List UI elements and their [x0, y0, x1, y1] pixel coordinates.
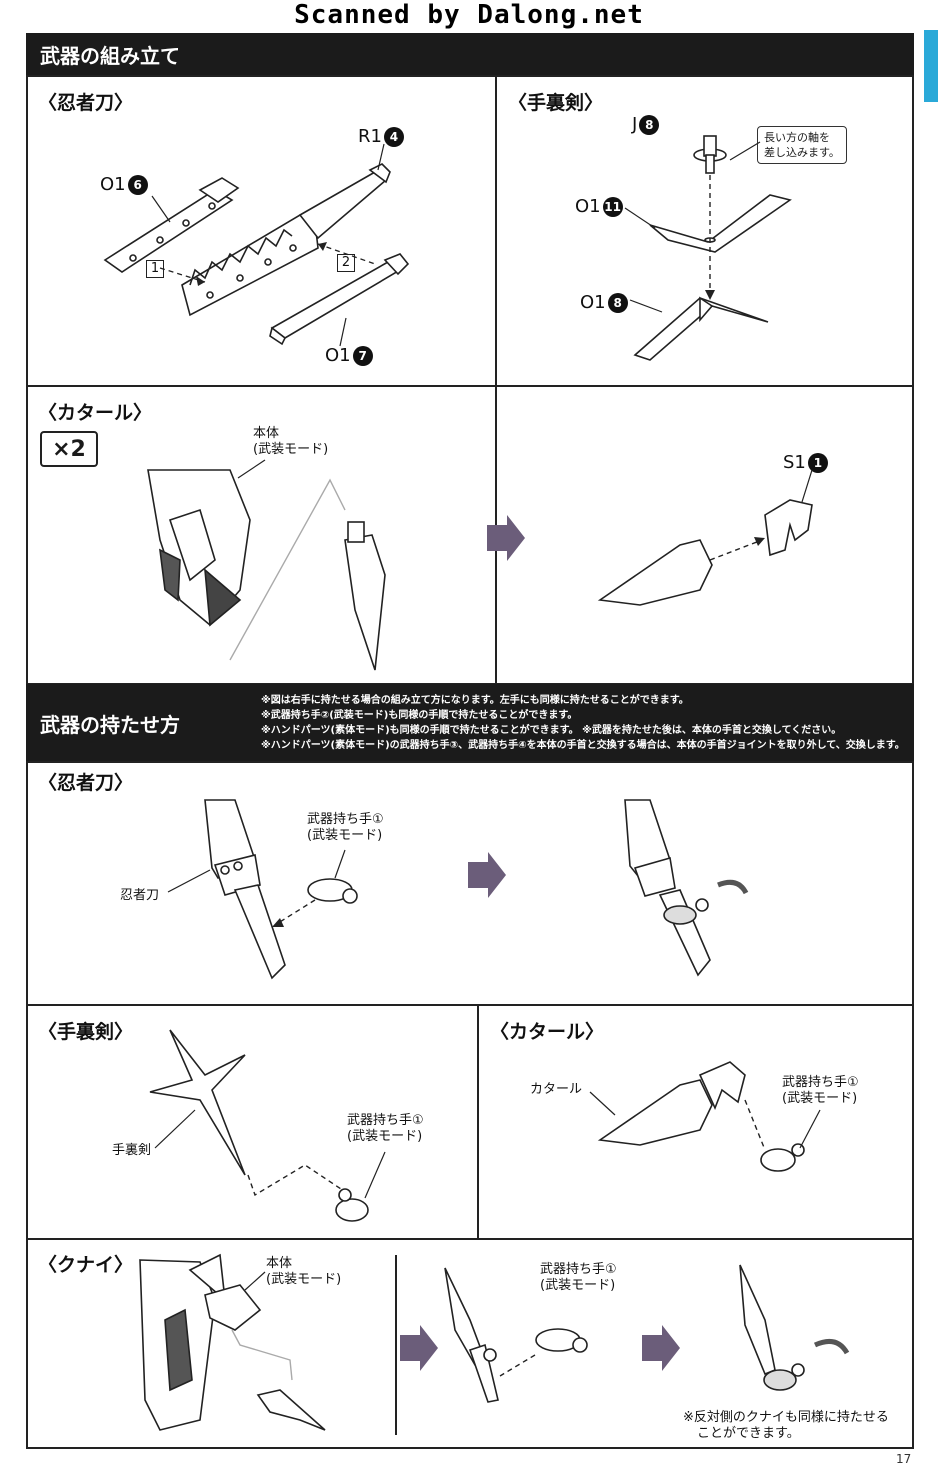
- kunai-drawing: [256, 1389, 326, 1431]
- divider: [27, 1004, 913, 1006]
- scan-credit: Scanned by Dalong.net: [294, 0, 644, 30]
- hand-label: 武器持ち手① (武装モード): [347, 1113, 424, 1144]
- held-sword-drawing: [624, 799, 711, 977]
- shuriken-note: 長い方の軸を 差し込みます。: [757, 126, 847, 164]
- hand-part-drawing: [307, 878, 358, 904]
- number-badge-icon: 8: [607, 292, 628, 313]
- shuriken-parts-drawing: [624, 135, 792, 361]
- hand-part-drawing: [535, 1328, 588, 1353]
- hold-shuriken-drawing: [149, 1029, 386, 1222]
- hand-label: 武器持ち手① (武装モード): [307, 812, 384, 843]
- quantity-multiplier: ×2: [40, 431, 98, 467]
- hand-part-drawing: [335, 1188, 369, 1222]
- weapon-label: 手裏剣: [112, 1143, 152, 1158]
- number-badge-icon: 7: [352, 345, 373, 366]
- step-arrow-icon: [642, 1325, 680, 1371]
- katar-title: 〈カタール〉: [38, 402, 153, 424]
- kunai-handle-drawing: [444, 1267, 499, 1403]
- ninja-sword-parts-drawing: [103, 143, 410, 347]
- number-badge-icon: 6: [127, 174, 148, 195]
- hold-notes: ※図は右手に持たせる場合の組み立て方になります。左手にも同様に持たせることができ…: [261, 695, 905, 751]
- part-r14-drawing: [181, 163, 391, 317]
- katar-s11-drawing: [597, 499, 813, 606]
- divider: [27, 385, 913, 387]
- robot-body-drawing: [139, 1253, 262, 1431]
- part-o17-drawing: [269, 253, 410, 346]
- part-o16-drawing: [103, 177, 240, 273]
- robot-arm-drawing: [147, 469, 251, 627]
- divider: [477, 1005, 479, 1239]
- number-badge-icon: 4: [383, 126, 404, 147]
- rotate-arrow-icon: [813, 1338, 850, 1355]
- number-badge-icon: 1: [807, 452, 828, 473]
- katar-assembly-drawing: [147, 459, 813, 671]
- hold-katar-drawing: [589, 1061, 821, 1172]
- step-arrow-icon: [400, 1325, 438, 1371]
- step-arrow-icon: [468, 852, 506, 898]
- weapon-label: 忍者刀: [120, 888, 160, 903]
- hand-label: 武器持ち手① (武装モード): [782, 1075, 859, 1106]
- held-kunai-drawing: [739, 1264, 805, 1391]
- body-label: 本体 (武装モード): [253, 426, 329, 457]
- part-o18-drawing: [633, 296, 769, 361]
- kunai-footnote: ※反対側のクナイも同様に持たせる ことができます。: [683, 1410, 889, 1441]
- section-title: 武器の持たせ方: [40, 712, 180, 737]
- hold-katar-title: 〈カタール〉: [490, 1021, 605, 1043]
- part-j8-drawing: [693, 135, 727, 174]
- section-header-assembly: 武器の組み立て: [26, 33, 914, 76]
- hold-ninja-drawing: [167, 799, 749, 980]
- ninja-sword-title: 〈忍者刀〉: [38, 92, 134, 114]
- shuriken-title: 〈手裏剣〉: [508, 92, 604, 114]
- page-number: 17: [896, 1452, 912, 1466]
- section-header-hold: 武器の持たせ方 ※図は右手に持たせる場合の組み立て方になります。左手にも同様に持…: [26, 684, 914, 762]
- section-title: 武器の組み立て: [40, 44, 180, 68]
- body-label: 本体 (武装モード): [266, 1256, 342, 1287]
- katar-blade-drawing: [344, 521, 386, 671]
- hand-label: 武器持ち手① (武装モード): [540, 1262, 617, 1293]
- accent-tab: [924, 30, 938, 102]
- divider: [27, 1238, 913, 1240]
- number-badge-icon: 11: [602, 196, 623, 217]
- step-arrow-icon: [487, 515, 525, 561]
- hold-ninja-title: 〈忍者刀〉: [38, 772, 134, 794]
- divider: [495, 76, 497, 386]
- divider: [395, 1255, 397, 1435]
- number-badge-icon: 8: [639, 114, 660, 135]
- weapon-label: カタール: [530, 1082, 583, 1097]
- rotate-arrow-icon: [717, 879, 749, 895]
- hold-kunai-title: 〈クナイ〉: [38, 1254, 134, 1276]
- hold-shuriken-title: 〈手裏剣〉: [38, 1021, 134, 1043]
